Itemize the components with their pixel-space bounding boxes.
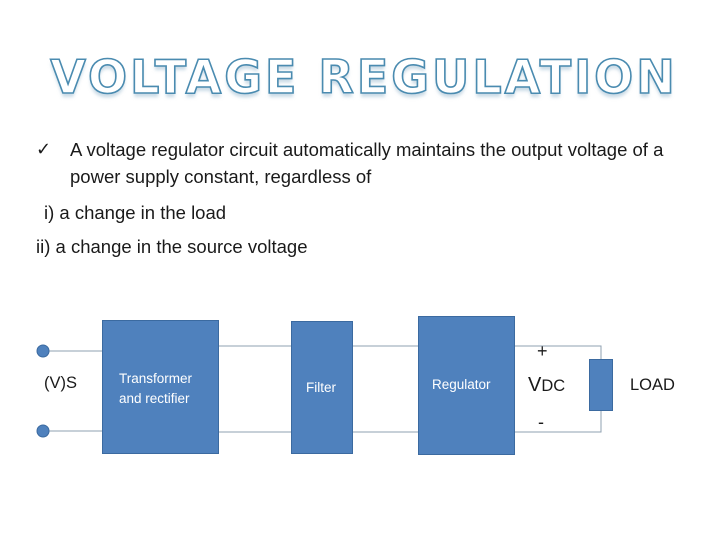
list-item-load: i) a change in the load <box>44 202 227 223</box>
input-terminal-bottom <box>36 424 50 438</box>
checkmark-icon: ✓ <box>36 139 52 159</box>
filter-label: Filter <box>306 380 336 395</box>
output-plus-sign: + <box>537 341 548 361</box>
load-resistor <box>589 359 613 411</box>
bullet-text: A voltage regulator circuit automaticall… <box>70 139 664 187</box>
vdc-sub: DC <box>541 377 566 395</box>
wire-top-out <box>515 345 602 359</box>
vdc-main: V <box>528 374 542 396</box>
slide-title: VOLTAGE REGULATION <box>49 49 678 105</box>
transformer-label: Transformer and rectifier <box>119 371 193 406</box>
wire-bottom-out <box>515 411 602 433</box>
transformer-rectifier-block: Transformer and rectifier <box>102 320 219 454</box>
bullet-point: ✓ A voltage regulator circuit automatica… <box>36 136 696 190</box>
output-minus-sign: - <box>538 412 544 432</box>
source-voltage-label: (V)S <box>44 374 77 392</box>
load-label: LOAD <box>630 376 675 394</box>
list-item-source: ii) a change in the source voltage <box>36 236 308 257</box>
input-terminal-top <box>36 344 50 358</box>
output-voltage-label: VDC <box>528 374 565 397</box>
filter-block: Filter <box>291 321 353 454</box>
regulator-label: Regulator <box>432 377 491 392</box>
regulator-block: Regulator <box>418 316 515 455</box>
